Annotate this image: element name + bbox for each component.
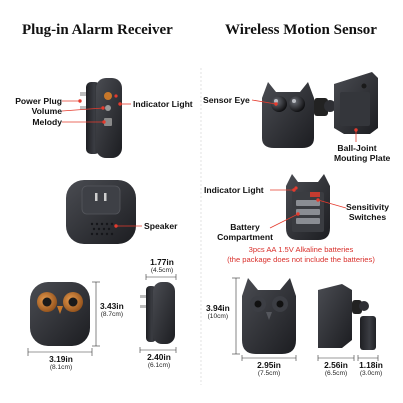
- dim-sensor-width-cm: (7.5cm): [257, 370, 281, 377]
- sensor-back-leaders: [269, 188, 347, 229]
- dim-receiver-width-cm: (8.1cm): [49, 364, 73, 371]
- receiver-back-view: [66, 180, 136, 244]
- label-sensitivity-line2: Switches: [348, 212, 387, 222]
- dim-receiver-depth-bottom-cm: (6.1cm): [147, 362, 171, 369]
- label-battery-compartment: Battery Compartment: [216, 222, 274, 242]
- dim-sensor-depth-cm: (6.5cm): [324, 370, 348, 377]
- receiver-side-dim-lines: [139, 274, 177, 353]
- receiver-side-dim-view: [140, 282, 175, 344]
- battery-note: 3pcs AA 1.5V Alkaline batteries (the pac…: [206, 245, 396, 265]
- label-receiver-indicator-light: Indicator Light: [133, 99, 193, 109]
- label-battery-line2: Compartment: [217, 232, 273, 242]
- dim-sensor-height: 3.94in (10cm): [206, 304, 230, 321]
- sensor-title: Wireless Motion Sensor: [225, 22, 377, 38]
- label-sensor-eye: Sensor Eye: [203, 95, 250, 105]
- dim-receiver-height-cm: (8.7cm): [100, 311, 124, 318]
- label-volume: Volume: [31, 106, 62, 116]
- label-ball-joint-line1: Ball-Joint: [337, 143, 377, 153]
- sensor-top-view: [262, 72, 378, 148]
- label-ball-joint-line2: Mouting Plate: [334, 153, 391, 163]
- dim-receiver-depth-top-cm: (4.5cm): [150, 267, 174, 274]
- dim-receiver-height-in: 3.43in: [100, 301, 124, 311]
- receiver-dim-lines: [27, 281, 100, 356]
- dim-sensor-height-in: 3.94in: [206, 303, 230, 313]
- sensor-side-view: [318, 284, 376, 350]
- dim-receiver-width-in: 3.19in: [49, 354, 73, 364]
- dim-sensor-thickness-in: 1.18in: [359, 360, 383, 370]
- receiver-side-view: [80, 78, 122, 158]
- dim-receiver-depth-bottom-in: 2.40in: [147, 352, 171, 362]
- battery-note-line2: (the package does not include the batter…: [227, 255, 375, 264]
- sensor-front-view: [242, 278, 296, 354]
- battery-note-line1: 3pcs AA 1.5V Alkaline batteries: [248, 245, 354, 254]
- receiver-title: Plug-in Alarm Receiver: [22, 22, 173, 38]
- dim-sensor-thickness-cm: (3.0cm): [359, 370, 383, 377]
- dim-sensor-height-cm: (10cm): [207, 313, 229, 320]
- sensor-top-leaders: [251, 99, 358, 142]
- label-melody: Melody: [32, 117, 62, 127]
- dim-sensor-depth-in: 2.56in: [324, 360, 348, 370]
- dim-sensor-width: 2.95in (7.5cm): [252, 361, 286, 378]
- speaker-leader: [114, 224, 142, 228]
- dim-receiver-width: 3.19in (8.1cm): [44, 355, 78, 372]
- label-ball-joint: Ball-Joint Mouting Plate: [334, 143, 391, 163]
- dim-receiver-depth-bottom: 2.40in (6.1cm): [142, 353, 176, 370]
- receiver-front-view: [30, 282, 90, 346]
- dim-receiver-depth-top-in: 1.77in: [150, 257, 174, 267]
- dim-sensor-depth: 2.56in (6.5cm): [320, 361, 352, 378]
- label-battery-line1: Battery: [230, 222, 260, 232]
- sensor-back-view: [286, 174, 330, 240]
- dim-sensor-thickness: 1.18in (3.0cm): [356, 361, 386, 378]
- label-speaker: Speaker: [144, 221, 178, 231]
- label-sensitivity-line1: Sensitivity: [346, 202, 389, 212]
- dim-sensor-width-in: 2.95in: [257, 360, 281, 370]
- dim-receiver-height: 3.43in (8.7cm): [100, 302, 124, 319]
- label-sensor-indicator-light: Indicator Light: [204, 185, 264, 195]
- sensor-side-dim-lines: [317, 355, 379, 361]
- dim-receiver-depth-top: 1.77in (4.5cm): [146, 258, 178, 275]
- label-power-plug: Power Plug: [15, 96, 62, 106]
- sensor-front-dim-lines: [232, 277, 297, 361]
- label-sensitivity-switches: Sensitivity Switches: [346, 202, 389, 222]
- receiver-leaders: [61, 99, 131, 124]
